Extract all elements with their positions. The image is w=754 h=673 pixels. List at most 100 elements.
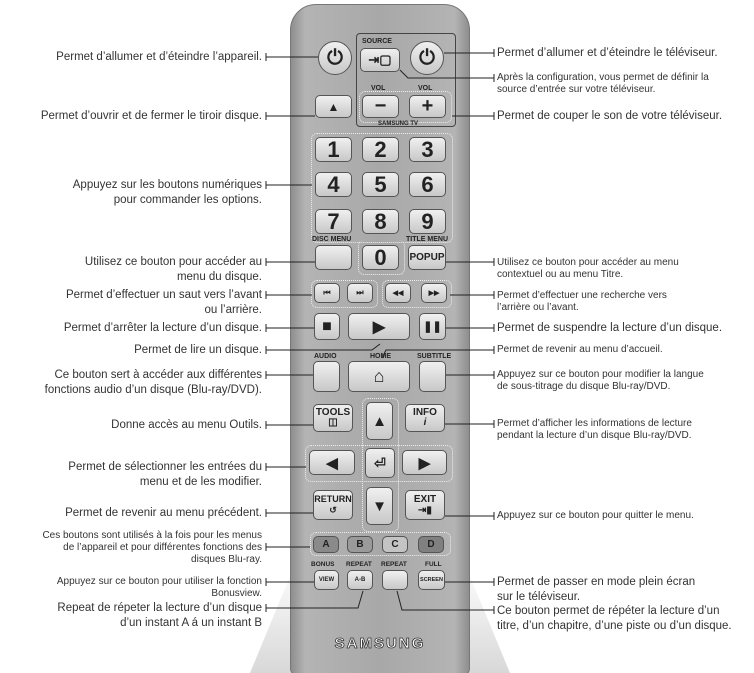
power-icon: ⏻ <box>419 46 435 69</box>
down-button[interactable]: ▼ <box>366 487 393 525</box>
power-button[interactable]: ⏻ <box>318 41 352 75</box>
number-6-button[interactable]: 6 <box>409 172 446 197</box>
tools-button[interactable]: TOOLS◫ <box>313 404 353 432</box>
number-7-button[interactable]: 7 <box>315 209 352 234</box>
skip-forward-button[interactable]: ⏭ <box>347 283 373 303</box>
number-5-button[interactable]: 5 <box>362 172 399 197</box>
search-group <box>382 280 452 308</box>
callout-text-line: d’un instant A á un instant B <box>120 617 262 629</box>
skip-back-button[interactable]: ⏮ <box>314 283 340 303</box>
source-label: SOURCE <box>362 38 392 45</box>
color-button-c[interactable]: C <box>382 536 408 553</box>
samsung-logo: SAMSUNG <box>334 635 426 653</box>
return-button[interactable]: RETURN↺ <box>313 490 353 520</box>
up-button[interactable]: ▲ <box>366 402 393 440</box>
number-9-button[interactable]: 9 <box>409 209 446 234</box>
disc-menu-button[interactable] <box>315 245 352 270</box>
audio-label: AUDIO <box>314 353 337 360</box>
left-callouts <box>265 53 381 612</box>
callout-text-line: Permet de passer en mode plein écran <box>497 576 696 588</box>
subtitle-button[interactable] <box>419 361 446 392</box>
callout-text-line: de l’appareil et pour différentes foncti… <box>63 542 262 553</box>
callout-exit: Appuyez sur ce bouton pour quitter le me… <box>497 510 694 522</box>
callout-text-line: Permet d’allumer et d’éteindre l’apparei… <box>56 51 262 63</box>
play-button[interactable]: ▶ <box>348 313 410 340</box>
fast-forward-button[interactable]: ▶▶ <box>421 283 447 303</box>
info-icon: i <box>423 417 427 428</box>
left-button[interactable]: ◀ <box>309 450 355 475</box>
callout-text-line: Après la configuration, vous permet de d… <box>497 72 709 83</box>
callout-text-line: Ces boutons sont utilisés à la fois pour… <box>42 530 262 541</box>
enter-icon: ⏎ <box>374 454 386 471</box>
stop-button[interactable]: ■ <box>314 313 340 340</box>
right-button[interactable]: ▶ <box>402 450 447 475</box>
full-screen-button[interactable]: SCREEN <box>418 570 445 590</box>
enter-button[interactable]: ⏎ <box>365 448 395 478</box>
stop-icon: ■ <box>322 317 332 335</box>
number-1-button[interactable]: 1 <box>315 137 352 162</box>
callout-text-line: Appuyez sur ce bouton pour modifier la l… <box>497 369 704 380</box>
callout-text-line: Utilisez ce bouton pour accéder au <box>84 256 262 268</box>
left-arrow-icon: ◀ <box>326 454 338 472</box>
repeat-ab-button[interactable]: A-B <box>347 570 373 590</box>
callout-eject: Permet d’ouvrir et de fermer le tiroir d… <box>41 109 262 124</box>
exit-label: EXIT <box>413 494 437 505</box>
source-input-icon: ⇥▢ <box>368 52 392 67</box>
nav-horizontal-group <box>305 445 453 482</box>
pause-icon: ❚❚ <box>423 321 442 333</box>
callout-pause: Permet de suspendre la lecture d’un disq… <box>497 321 722 336</box>
skip-back-icon: ⏮ <box>323 288 331 297</box>
popup-button[interactable]: POPUP <box>408 245 446 270</box>
callout-text-line: Permet de suspendre la lecture d’un disq… <box>497 322 723 334</box>
number-2-button[interactable]: 2 <box>362 137 399 162</box>
callout-text-line: Permet d’allumer et d’éteindre le télévi… <box>497 47 718 59</box>
volume-down-button[interactable]: − <box>362 95 399 118</box>
source-button[interactable]: ⇥▢ <box>360 48 400 72</box>
number-pad-group <box>311 133 453 243</box>
info-label: INFO <box>413 407 437 418</box>
callout-bonusview: Appuyez sur ce bouton pour utiliser la f… <box>57 576 262 600</box>
volume-up-button[interactable]: + <box>409 95 446 118</box>
number-4-button[interactable]: 4 <box>315 172 352 197</box>
subtitle-label: SUBTITLE <box>417 353 452 360</box>
callout-stop: Permet d’arrêter la lecture d’un disque. <box>64 321 262 336</box>
callout-return: Permet de revenir au menu précédent. <box>65 506 262 521</box>
repeat-button[interactable] <box>382 570 408 590</box>
callout-text-line: Bonusview. <box>211 588 262 599</box>
tv-power-button[interactable]: ⏻ <box>410 41 444 75</box>
eject-button[interactable]: ▲ <box>315 95 352 118</box>
home-button[interactable]: ⌂ <box>348 361 410 392</box>
exit-button[interactable]: EXIT⇥▮ <box>405 490 445 520</box>
number-3-button[interactable]: 3 <box>409 137 446 162</box>
color-button-d[interactable]: D <box>418 536 444 553</box>
callout-text-line: pendant la lecture d’un disque Blu-ray/D… <box>497 430 692 441</box>
callout-text-line: Permet de lire un disque. <box>134 344 262 356</box>
callout-text-line: menu et de les modifier. <box>139 476 262 488</box>
callout-text-line: Permet d’effectuer un saut vers l’avant <box>65 289 262 301</box>
number-8-button[interactable]: 8 <box>362 209 399 234</box>
callout-text-line: Permet d’ouvrir et de fermer le tiroir d… <box>40 110 262 122</box>
callout-power: Permet d’allumer et d’éteindre l’apparei… <box>56 50 262 65</box>
callout-source: Après la configuration, vous permet de d… <box>497 72 709 96</box>
pause-button[interactable]: ❚❚ <box>419 313 446 340</box>
callout-play: Permet de lire un disque. <box>134 343 262 358</box>
bonus-view-button[interactable]: VIEW <box>314 570 339 590</box>
callout-text-line: Permet de revenir au menu précédent. <box>65 507 262 519</box>
color-button-a[interactable]: A <box>313 536 339 553</box>
rewind-button[interactable]: ◀◀ <box>385 283 411 303</box>
right-callouts <box>381 49 495 614</box>
plus-icon: + <box>421 95 434 117</box>
number-zero-group <box>358 240 405 275</box>
callout-text-line: Appuyez sur les boutons numériques <box>72 179 262 191</box>
color-button-b[interactable]: B <box>347 536 373 553</box>
number-0-button[interactable]: 0 <box>362 245 399 270</box>
callout-repeat-ab: Repeat de répeter la lecture d’un disque… <box>57 601 262 631</box>
audio-button[interactable] <box>313 361 340 392</box>
